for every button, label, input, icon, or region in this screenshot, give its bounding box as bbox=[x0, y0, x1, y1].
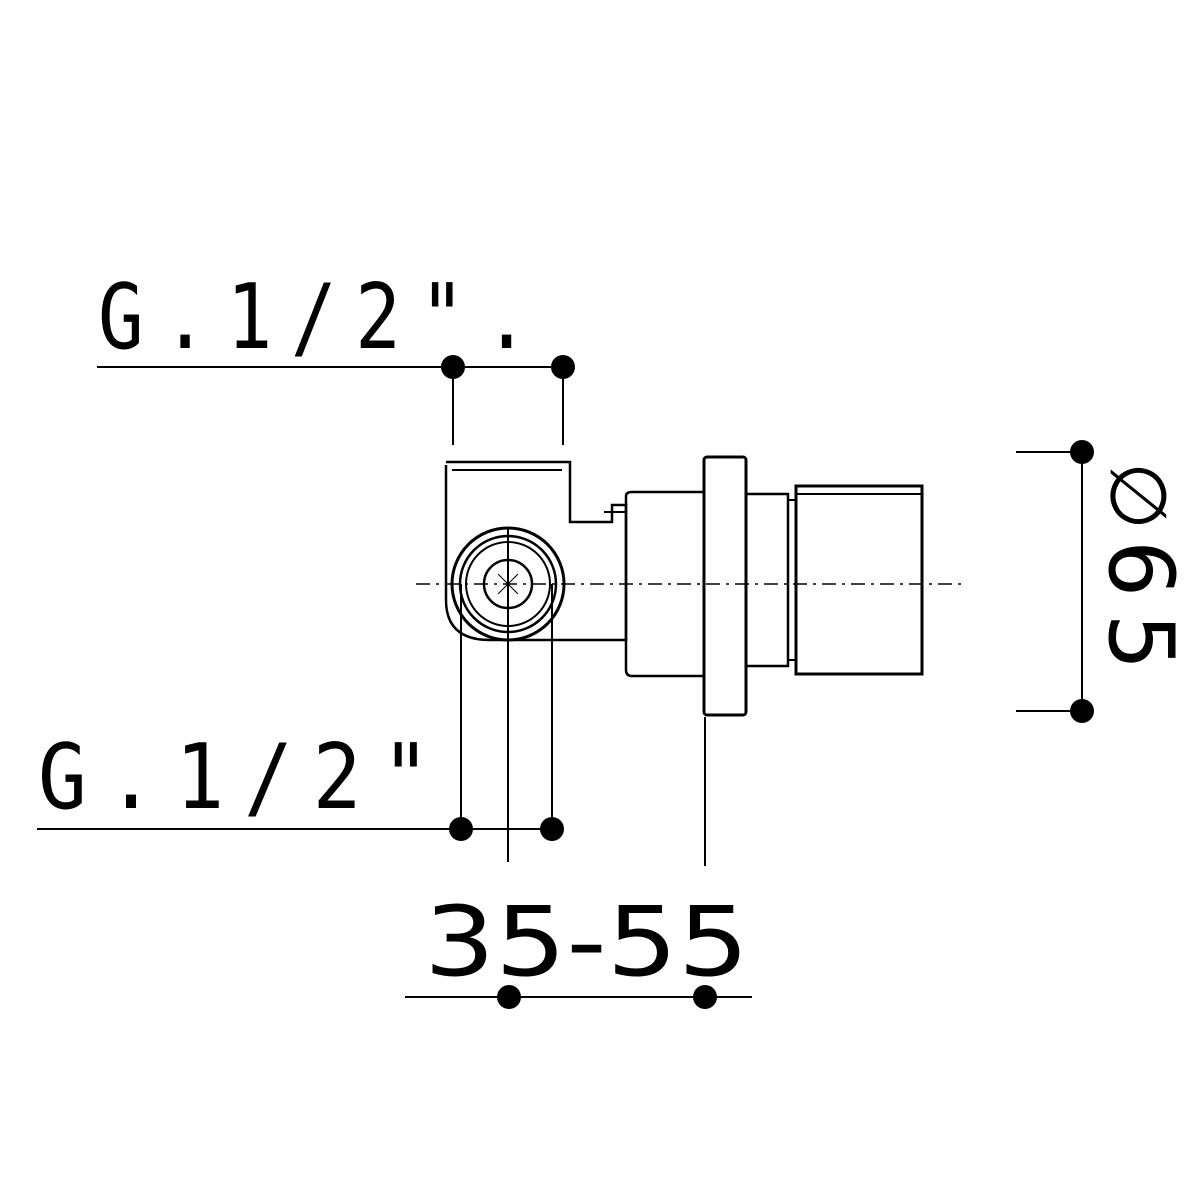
valve-body bbox=[416, 455, 962, 717]
valve-flange bbox=[702, 455, 748, 717]
depth-dot-left bbox=[497, 985, 521, 1009]
top-thread-dimension: G.1/2". bbox=[97, 265, 575, 445]
inlet-housing bbox=[444, 460, 628, 642]
depth-dot-right bbox=[693, 985, 717, 1009]
diameter-dimension: ∅ 65 bbox=[1016, 440, 1193, 723]
bottom-thread-label: G.1/2" bbox=[38, 725, 450, 830]
depth-range-label: 35-55 bbox=[424, 886, 749, 998]
valve-cap bbox=[794, 484, 924, 676]
top-thread-label: G.1/2". bbox=[98, 265, 548, 370]
diameter-value: 65 bbox=[1088, 540, 1193, 687]
bottom-thread-dimension: G.1/2" bbox=[37, 584, 564, 841]
diameter-dot-top bbox=[1070, 440, 1094, 464]
diameter-dot-bottom bbox=[1070, 699, 1094, 723]
valve-cylinder bbox=[624, 490, 706, 678]
depth-range-dimension: 35-55 bbox=[405, 528, 752, 1009]
diameter-symbol: ∅ bbox=[1092, 462, 1182, 530]
valve-collar bbox=[744, 492, 790, 668]
